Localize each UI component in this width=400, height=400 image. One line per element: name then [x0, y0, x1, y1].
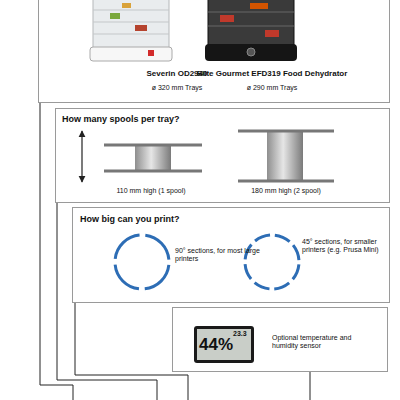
box-text: 45° sections, for smaller printers (e.g.… — [302, 238, 388, 255]
box-text: 110 mm high (1 spool) — [86, 187, 216, 195]
humidity-reading: 44% — [199, 336, 233, 353]
box-text: ø 290 mm Trays — [169, 84, 375, 92]
box-text: ø 320 mm Trays — [91, 84, 263, 92]
single-spool — [104, 145, 202, 171]
elite-gourmet-dehydrator — [205, 0, 297, 61]
double-spool — [238, 131, 334, 181]
box-heading: Optional temperature and humidity sensor — [272, 334, 358, 351]
leader-lines — [40, 103, 310, 400]
question-box: How many spools per tray? 110 mm high (1 … — [55, 108, 390, 203]
box-heading: How many spools per tray? — [62, 114, 312, 125]
quarter-sections-circle — [115, 235, 169, 289]
box-heading: How big can you print? — [80, 214, 330, 225]
product-box: Severin OD2940ø 320 mm TraysElite Gourme… — [38, 0, 390, 103]
hygrometer — [194, 326, 254, 363]
height-arrow — [81, 131, 82, 182]
box-text: 180 mm high (2 spool) — [221, 187, 351, 195]
box-text: 90° sections, for most large printers — [175, 247, 265, 264]
eighth-sections-circle — [245, 235, 299, 289]
question-box: How big can you print? 90° sections, for … — [72, 207, 390, 303]
severin-dehydrator — [90, 0, 172, 61]
box-text: Elite Gourmet EFD319 Food Dehydrator — [169, 69, 375, 79]
temperature-reading: 23.3 — [233, 330, 247, 337]
